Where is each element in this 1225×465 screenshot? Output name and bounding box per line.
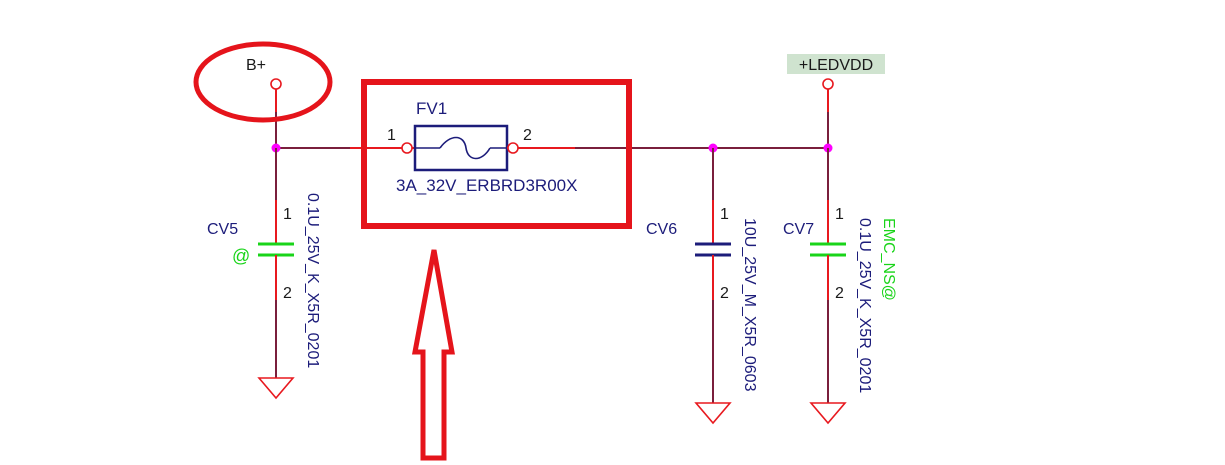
arrow-up-icon xyxy=(411,249,455,461)
cv6-ref: CV6 xyxy=(646,221,677,238)
b-plus-port-circle xyxy=(270,78,282,90)
capacitor-cv6: 1 2 CV6 10U_25V_M_X5R_0603 xyxy=(646,148,758,425)
cv5-ground-icon xyxy=(257,377,295,400)
fuse-pin2-number: 2 xyxy=(523,127,532,144)
cv7-value: 0.1U_25V_K_X5R_0201 xyxy=(856,218,873,393)
cv5-pin2-number: 2 xyxy=(283,285,292,302)
cv7-ref: CV7 xyxy=(783,221,814,238)
cv6-value: 10U_25V_M_X5R_0603 xyxy=(741,218,758,392)
cv7-marker: EMC_NS@ xyxy=(880,218,897,301)
fuse-pin1-number: 1 xyxy=(387,127,396,144)
net-port-ledvdd: +LEDVDD xyxy=(787,54,885,148)
highlight-box-fuse xyxy=(361,79,632,229)
cv5-marker: @ xyxy=(232,246,250,266)
fuse-element-curve xyxy=(439,136,491,160)
cv6-pin2-number: 2 xyxy=(720,285,729,302)
cv5-ref: CV5 xyxy=(207,221,238,238)
fuse-pin1-circle xyxy=(401,142,413,154)
cv7-pin1-number: 1 xyxy=(835,206,844,223)
cv5-pin1-number: 1 xyxy=(283,206,292,223)
cv7-ground-icon xyxy=(809,402,847,425)
fuse-value: 3A_32V_ERBRD3R00X xyxy=(396,176,577,195)
fuse-pin2-circle xyxy=(507,142,519,154)
fuse-fv1: FV1 1 2 3A_32V_ERBRD3R00X xyxy=(387,99,577,195)
cv7-pin2-number: 2 xyxy=(835,285,844,302)
cv5-value: 0.1U_25V_K_X5R_0201 xyxy=(304,193,321,368)
ledvdd-port-circle xyxy=(822,78,834,90)
net-port-b-plus: B+ xyxy=(246,57,282,148)
highlight-ellipse-b-plus xyxy=(193,41,333,123)
cv6-ground-icon xyxy=(694,402,732,425)
capacitor-cv5: 1 2 CV5 @ 0.1U_25V_K_X5R_0201 xyxy=(207,148,321,400)
net-label-ledvdd-bg xyxy=(787,54,885,74)
cv6-pin1-number: 1 xyxy=(720,206,729,223)
fuse-ref: FV1 xyxy=(416,99,447,118)
capacitor-cv7: 1 2 CV7 EMC_NS@ 0.1U_25V_K_X5R_0201 xyxy=(783,148,897,425)
net-label-b-plus: B+ xyxy=(246,57,266,74)
net-label-ledvdd: +LEDVDD xyxy=(799,57,873,74)
